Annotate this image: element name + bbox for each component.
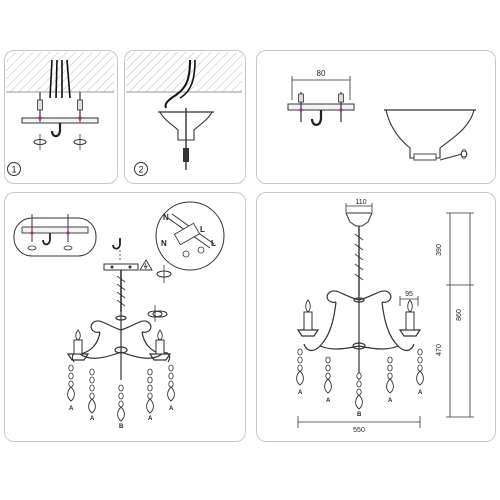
crystal-label-a: A [148,416,153,422]
mounting-bracket [287,103,355,111]
crystal-label-a: A [326,398,331,404]
screw-right-icon [77,92,83,122]
height-total-label: 860 [456,309,463,321]
side-screw-icon [439,148,468,161]
candle-left [73,329,83,355]
crystal-label-a: A [169,406,174,412]
step-number: 2 [138,165,143,175]
candle-right [155,329,165,355]
crystal-strands [296,348,424,410]
step-number: 1 [11,165,16,175]
chain [354,226,364,296]
ceiling-hatch [6,52,114,92]
chain [116,270,126,312]
panel-dimensions [256,192,496,442]
height-dimensions [446,212,474,418]
crystal-label-a: A [69,406,74,412]
candle-right [405,299,415,331]
screw-left-icon [37,92,43,122]
cup-width-label: 95 [405,291,413,298]
bracket-width-label: 80 [317,69,326,78]
chandelier-body [296,290,422,380]
ground-icon [182,250,190,258]
bracket-detail-drawing: 80 [287,69,476,161]
chain-link [183,148,189,162]
ceiling-wires [164,59,191,109]
terminal-block [173,222,201,246]
hook-icon [50,123,62,138]
crystal-label-a: A [388,398,393,404]
step-1-drawing: 1 [6,52,114,176]
ground-icon [197,246,205,254]
chandelier-body [66,312,172,380]
step-number-badge [7,162,21,176]
screw-left-icon [298,92,304,122]
screw-right-icon [338,92,344,122]
rotate-icon [152,310,168,318]
hook-icon [310,110,323,126]
candle-left [303,299,313,331]
canopy [345,212,373,227]
terminal-l-label: L [211,239,216,248]
canopy-plate [103,263,139,271]
rotate-icon [156,265,172,283]
step-2-drawing: 2 [126,52,242,176]
rotate-right-icon [73,134,87,150]
crystal-label-b: B [357,412,362,418]
total-width-label: 550 [353,427,365,434]
bracket-callout [13,217,97,257]
height-lower-label: 470 [436,344,443,356]
terminal-n-label: N [161,239,167,248]
ceiling-wires [49,59,71,99]
height-upper-label: 390 [436,244,443,256]
crystal-label-a: A [298,390,303,396]
canopy [385,109,475,159]
ceiling-hatch [126,52,242,92]
mounting-bracket [21,117,99,124]
electric-warning-icon [139,259,153,271]
step-number-badge [134,162,148,176]
crystal-label-a: A [90,416,95,422]
rotate-icon [147,305,163,322]
terminal-l-label: L [200,225,205,234]
rotate-left-icon [33,134,47,150]
terminal-n-label: N [163,213,169,222]
crystal-label-b: B [119,424,124,430]
canopy-width-label: 110 [355,199,366,206]
crystal-label-a: A [418,390,423,396]
hook-icon [112,238,121,250]
dimensions-drawing: 110 390 860 470 95 [296,199,474,434]
assembly-drawing: N N L L [13,201,225,430]
